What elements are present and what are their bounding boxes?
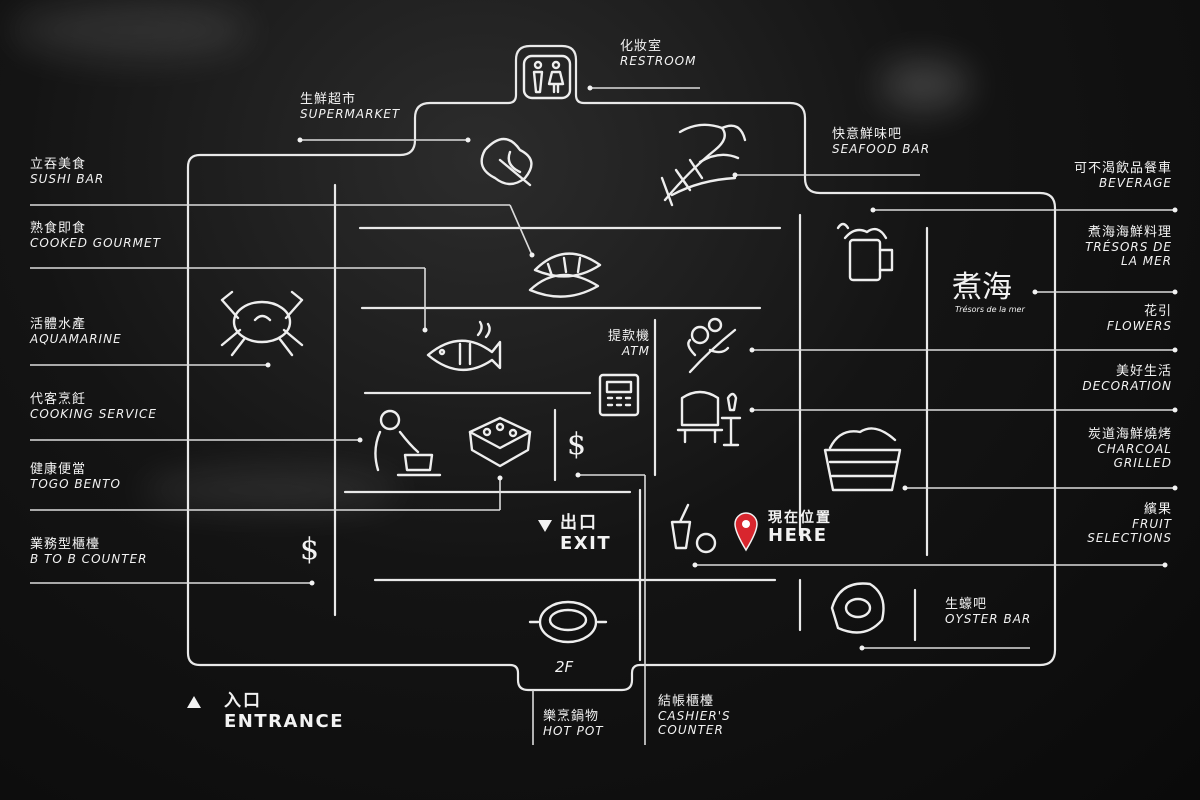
exit-zh: 出口: [560, 513, 598, 533]
dumpling-icon: [528, 252, 602, 298]
restroom-icon: [522, 54, 572, 100]
togo-bento-zh: 健康便當: [30, 462, 87, 477]
b2b-zh: 業務型櫃檯: [30, 537, 101, 552]
tresors-zh: 煮海海鮮料理: [1087, 225, 1172, 240]
restroom-zh: 化妝室: [620, 39, 663, 54]
vegetable-icon: [480, 137, 533, 187]
label-entrance: 入口 ENTRANCE: [224, 691, 344, 732]
charcoal-en1: CHARCOAL: [1097, 441, 1172, 456]
cooked-gourmet-zh: 熟食即食: [30, 221, 87, 236]
triangle-up-icon: [187, 696, 201, 708]
flowers-en: FLOWERS: [1106, 318, 1172, 333]
tresors-en1: TRÉSORS DE: [1085, 239, 1172, 254]
label-atm: 提款機 ATM: [607, 329, 650, 359]
supermarket-en: SUPERMARKET: [300, 106, 401, 121]
label-cooked-gourmet: 熟食即食 COOKED GOURMET: [30, 221, 161, 251]
charcoal-zh: 炭道海鮮燒烤: [1087, 427, 1172, 442]
exit-en: EXIT: [560, 532, 612, 554]
chair-icon: [676, 390, 742, 447]
fish-icon: [426, 320, 502, 372]
entrance-zh: 入口: [224, 691, 262, 711]
label-togo-bento: 健康便當 TOGO BENTO: [30, 462, 121, 492]
hot-pot-zh: 樂烹鍋物: [543, 709, 600, 724]
aquamarine-zh: 活體水產: [30, 317, 87, 332]
seafood-bar-en: SEAFOOD BAR: [832, 141, 931, 156]
entrance-en: ENTRANCE: [224, 710, 344, 732]
flower-icon: [687, 317, 737, 374]
cooking-service-zh: 代客烹飪: [30, 392, 87, 407]
grill-basket-icon: [823, 427, 902, 492]
fruit-zh: 繽果: [1143, 502, 1172, 517]
togo-bento-en: TOGO BENTO: [30, 476, 121, 491]
location-pin-icon: [734, 512, 758, 552]
sushi-bar-zh: 立吞美食: [30, 157, 87, 172]
oyster-bar-zh: 生蠔吧: [945, 597, 988, 612]
label-decoration: 美好生活 DECORATION: [1082, 364, 1172, 394]
fruit-en1: FRUIT: [1132, 516, 1172, 531]
decoration-en: DECORATION: [1082, 378, 1172, 393]
cooked-gourmet-en: COOKED GOURMET: [30, 235, 161, 250]
drink-icon: [670, 503, 717, 554]
lobster-icon: [660, 123, 747, 207]
charcoal-en2: GRILLED: [1113, 455, 1172, 470]
dollar-sign-center: $: [567, 427, 587, 462]
label-sushi-bar: 立吞美食 SUSHI BAR: [30, 157, 105, 187]
seafood-bar-zh: 快意鮮味吧: [832, 127, 903, 142]
label-oyster-bar: 生蠔吧 OYSTER BAR: [945, 597, 1032, 627]
cashier-en1: CASHIER'S: [658, 708, 731, 723]
cook-icon: [374, 409, 442, 477]
logo-main: 煮海: [952, 270, 1012, 305]
label-hot-pot: 樂烹鍋物 HOT POT: [543, 709, 604, 739]
triangle-down-icon: [538, 520, 552, 532]
dollar-sign-left: $: [300, 532, 320, 567]
cashier-zh: 結帳櫃檯: [658, 694, 715, 709]
label-cooking-service: 代客烹飪 COOKING SERVICE: [30, 392, 158, 422]
label-beverage: 可不渴飲品餐車 BEVERAGE: [1073, 161, 1172, 191]
here-en: HERE: [768, 525, 828, 547]
beverage-en: BEVERAGE: [1098, 175, 1172, 190]
floor-label: 2F: [555, 658, 574, 676]
hot-pot-icon: [528, 600, 608, 644]
label-restroom: 化妝室 RESTROOM: [620, 39, 697, 69]
sushi-bar-en: SUSHI BAR: [30, 171, 105, 186]
label-flowers: 花引 FLOWERS: [1106, 304, 1172, 334]
label-cashier: 結帳櫃檯 CASHIER'S COUNTER: [658, 694, 731, 738]
label-b2b: 業務型櫃檯 B TO B COUNTER: [30, 537, 148, 567]
label-here: 現在位置 HERE: [768, 510, 832, 547]
label-seafood-bar: 快意鮮味吧 SEAFOOD BAR: [832, 127, 931, 157]
cooking-service-en: COOKING SERVICE: [30, 406, 158, 421]
floor-outline: [186, 44, 1057, 692]
tresors-en2: LA MER: [1121, 253, 1172, 268]
atm-icon: [598, 373, 640, 417]
decoration-zh: 美好生活: [1115, 364, 1172, 379]
label-supermarket: 生鮮超市 SUPERMARKET: [300, 92, 401, 122]
cashier-en2: COUNTER: [658, 722, 724, 737]
beverage-zh: 可不渴飲品餐車: [1073, 161, 1172, 176]
beer-icon: [836, 222, 894, 282]
bento-icon: [468, 416, 532, 468]
supermarket-zh: 生鮮超市: [300, 92, 357, 107]
oyster-icon: [830, 582, 885, 634]
here-zh: 現在位置: [768, 510, 832, 526]
crab-icon: [220, 290, 304, 357]
atm-en: ATM: [621, 343, 650, 358]
label-charcoal: 炭道海鮮燒烤 CHARCOAL GRILLED: [1087, 427, 1172, 471]
hot-pot-en: HOT POT: [543, 723, 604, 738]
fruit-en2: SELECTIONS: [1087, 530, 1172, 545]
restroom-en: RESTROOM: [620, 53, 697, 68]
b2b-en: B TO B COUNTER: [30, 551, 148, 566]
atm-zh: 提款機: [607, 329, 650, 344]
flowers-zh: 花引: [1143, 304, 1172, 319]
label-aquamarine: 活體水產 AQUAMARINE: [30, 317, 122, 347]
aquamarine-en: AQUAMARINE: [30, 331, 122, 346]
label-exit: 出口 EXIT: [560, 513, 612, 554]
label-tresors: 煮海海鮮料理 TRÉSORS DE LA MER: [1085, 225, 1172, 269]
oyster-bar-en: OYSTER BAR: [945, 611, 1032, 626]
label-fruit: 繽果 FRUIT SELECTIONS: [1087, 502, 1172, 546]
logo-sub: Trésors de la mer: [955, 305, 1025, 314]
